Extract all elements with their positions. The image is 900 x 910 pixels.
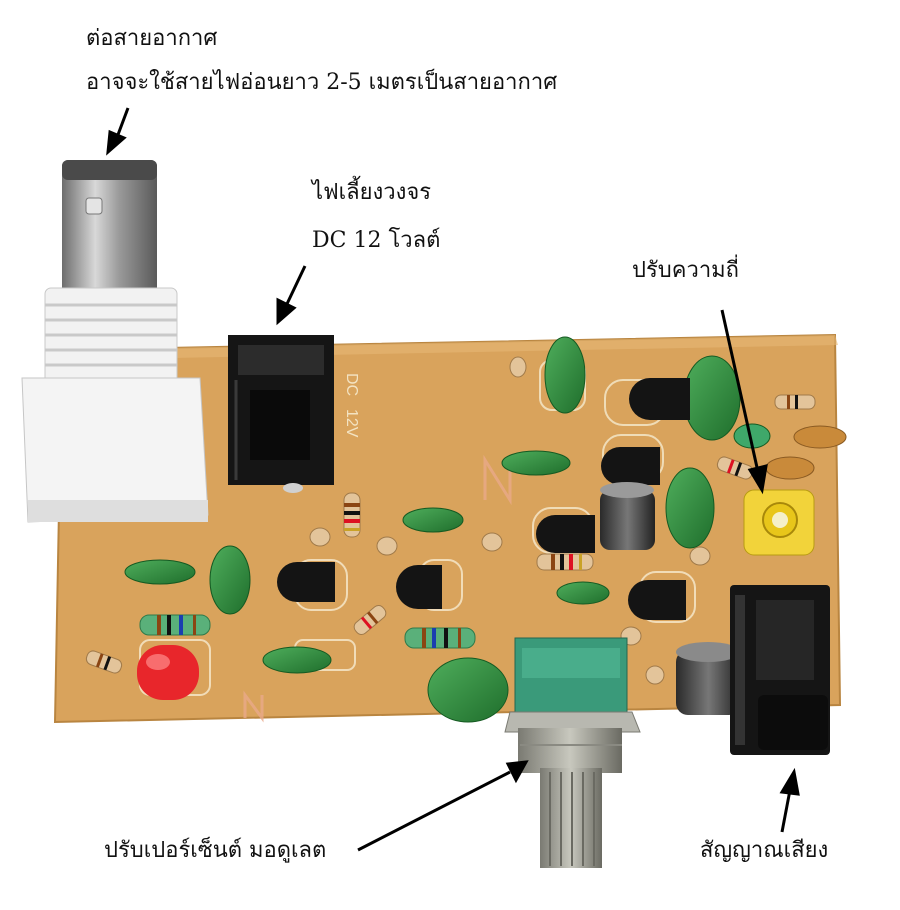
board-print-voltage: 12V	[343, 409, 360, 438]
resistors	[85, 394, 816, 674]
frequency-trimmer	[743, 489, 815, 556]
modulation-potentiometer	[504, 637, 641, 868]
modulation-arrow	[357, 770, 511, 852]
board-print-dc-12v: DC 12V	[343, 373, 360, 438]
power-arrow	[284, 265, 307, 307]
transistors	[277, 378, 690, 620]
board-print-dc: DC	[343, 373, 360, 396]
arrows	[106, 107, 800, 852]
green-capacitors	[124, 336, 771, 723]
audio-arrow	[780, 789, 792, 833]
audio-input-jack	[730, 585, 830, 755]
modulation-adjust-label: ปรับเปอร์เซ็นต์ มอดูเลต	[104, 838, 327, 863]
modulation-arrow-head	[505, 760, 529, 784]
freq-arrow-head	[747, 463, 768, 495]
silkscreen-n-marks	[243, 454, 512, 723]
frequency-adjust-label: ปรับความถี่	[632, 258, 739, 283]
dc-power-jack	[228, 335, 334, 493]
power-arrow-head	[276, 297, 297, 326]
audio-signal-label: สัญญาณเสียง	[700, 838, 829, 863]
freq-arrow	[720, 309, 760, 473]
power-note: DC 12 โวลต์	[312, 228, 441, 253]
bnc-antenna-connector	[21, 160, 209, 523]
antenna-arrow-head	[106, 129, 127, 156]
upright-components	[309, 356, 711, 685]
red-led	[137, 645, 199, 700]
tan-capacitors	[765, 425, 847, 480]
audio-arrow-head	[779, 767, 800, 796]
antenna-note: อาจจะใช้สายไฟอ่อนยาว 2-5 เมตรเป็นสายอากา…	[86, 70, 558, 95]
electrolytic-capacitors	[600, 482, 741, 715]
antenna-title: ต่อสายอากาศ	[86, 26, 218, 51]
power-title: ไฟเลี้ยงวงจร	[312, 180, 432, 205]
